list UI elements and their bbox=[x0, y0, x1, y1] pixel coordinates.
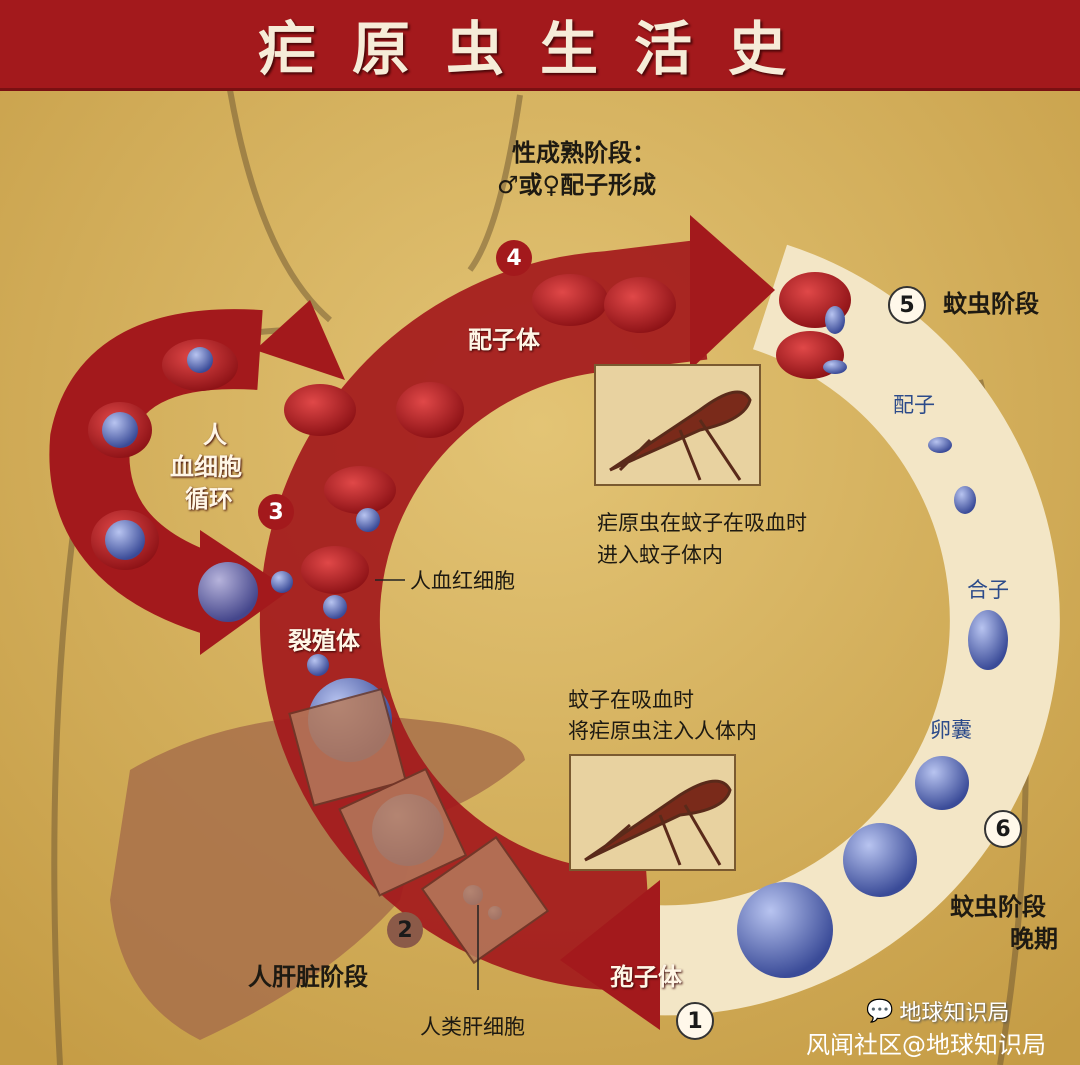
stage6-number: 6 bbox=[984, 810, 1022, 848]
wechat-watermark: 💬 地球知识局 bbox=[866, 995, 1009, 1027]
title-bar: 疟原虫生活史 bbox=[0, 0, 1080, 91]
stage6-label-line2: 晚期 bbox=[1010, 925, 1058, 953]
stage2-number: 2 bbox=[387, 912, 423, 948]
stage1-number: 1 bbox=[676, 1002, 714, 1040]
arrow-head-bottom bbox=[560, 880, 660, 1030]
stage3-line2: 血细胞 bbox=[170, 453, 242, 481]
page-title: 疟原虫生活史 bbox=[257, 15, 822, 83]
stage4-heading-line2: ♂或♀配子形成 bbox=[497, 171, 657, 199]
arrow-head-top bbox=[690, 215, 775, 370]
mosquito-note-line2: 进入蚊子体内 bbox=[597, 543, 723, 567]
stage3-line1: 人 bbox=[203, 421, 227, 449]
stage5-label: 蚊虫阶段 bbox=[943, 290, 1039, 318]
gametocyte-label: 配子体 bbox=[468, 326, 540, 354]
stage3-number: 3 bbox=[258, 494, 294, 530]
injection-line2: 将疟原虫注入人体内 bbox=[568, 719, 757, 743]
wechat-account: 地球知识局 bbox=[899, 1001, 1010, 1026]
rbc-label: 人血红细胞 bbox=[410, 569, 515, 593]
liver-cell-label: 人类肝细胞 bbox=[420, 1015, 525, 1039]
stage2-label: 人肝脏阶段 bbox=[248, 963, 368, 991]
stage5-number: 5 bbox=[888, 286, 926, 324]
zygote-label: 合子 bbox=[967, 578, 1009, 602]
stage4-number: 4 bbox=[496, 240, 532, 276]
wechat-icon: 💬 bbox=[866, 998, 894, 1024]
body-sketch bbox=[51, 89, 1029, 1065]
stage6-label-line1: 蚊虫阶段 bbox=[950, 893, 1046, 921]
oocyst-label: 卵囊 bbox=[930, 718, 972, 742]
injection-line1: 蚊子在吸血时 bbox=[568, 688, 694, 712]
schizont-label: 裂殖体 bbox=[288, 627, 360, 655]
source-watermark: 风闻社区@地球知识局 bbox=[806, 1031, 1046, 1059]
gamete-label: 配子 bbox=[893, 393, 935, 417]
sporozoite-label: 孢子体 bbox=[610, 963, 682, 991]
mosquito-note-line1: 疟原虫在蚊子在吸血时 bbox=[597, 511, 807, 535]
stage3-line3: 循环 bbox=[185, 485, 233, 513]
stage4-heading-line1: 性成熟阶段： bbox=[512, 139, 656, 167]
liver-cells bbox=[288, 687, 550, 965]
